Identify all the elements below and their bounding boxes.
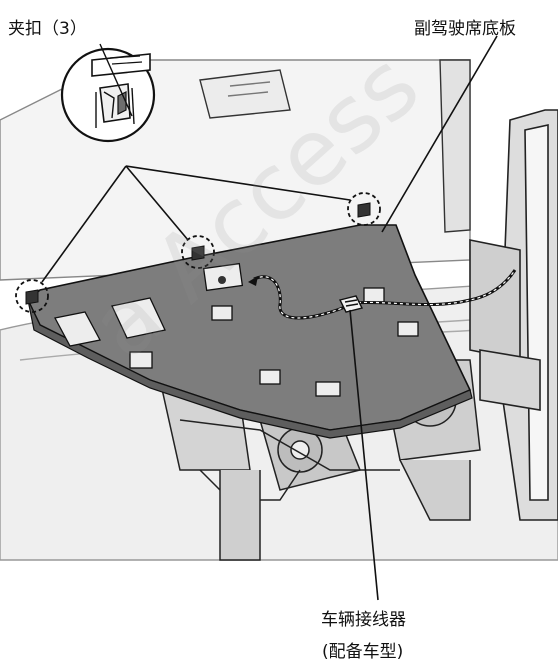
- leader-lines: [41, 35, 498, 601]
- right-frame: [469, 109, 558, 521]
- connector-note-label: (配备车型): [322, 642, 404, 662]
- clip-markers: [25, 202, 371, 305]
- passenger-floor-panel: [27, 224, 473, 439]
- wire-harness: [248, 269, 517, 320]
- vehicle-connector: [338, 295, 364, 313]
- clip-label: 夹扣（3）: [8, 19, 87, 39]
- connector-label: 车辆接线器: [321, 610, 406, 630]
- floor-panel-label: 副驾驶席底板: [414, 19, 516, 39]
- clip-locations: [15, 192, 381, 313]
- clip-detail-magnifier: [60, 43, 156, 143]
